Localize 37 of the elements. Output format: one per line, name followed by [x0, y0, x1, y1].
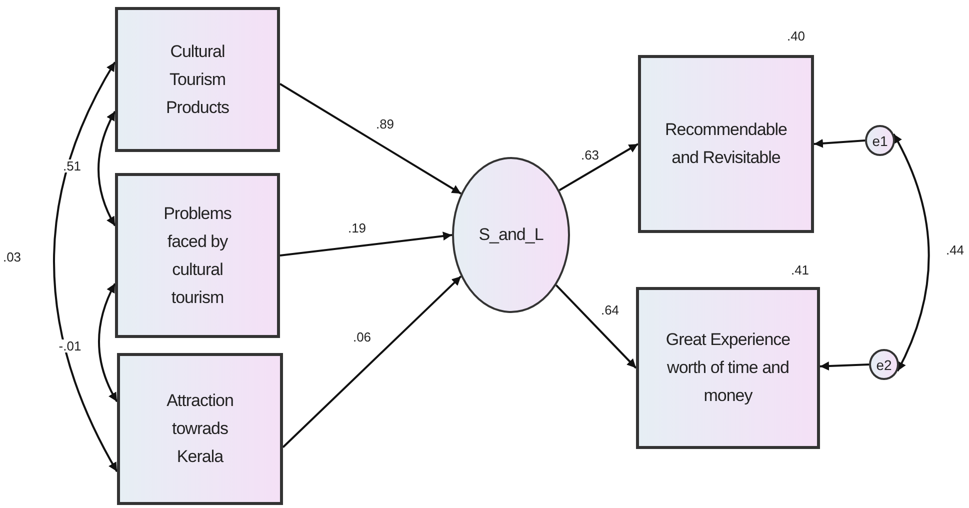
- node-text: Great Experience worth of time and money: [664, 329, 792, 407]
- arrow: [558, 143, 638, 192]
- r-squared-value: .40: [786, 30, 806, 42]
- arrow: [820, 362, 870, 371]
- variable-box: [117, 353, 283, 505]
- error-circle: [865, 125, 895, 156]
- arrow: [555, 284, 637, 369]
- edge-label: .89: [374, 118, 396, 130]
- arrow: [814, 138, 866, 148]
- edge-label: .63: [580, 148, 600, 162]
- node-text: S_and_L: [478, 224, 544, 246]
- node-text: Cultural Tourism Products: [164, 40, 230, 118]
- arrow: [279, 83, 462, 195]
- edge-label: .03: [2, 250, 22, 264]
- arrow: [282, 276, 462, 448]
- edge-label: .44: [944, 244, 966, 256]
- r-squared-value: .41: [790, 264, 810, 276]
- covariance-arrow: [892, 133, 930, 372]
- variable-box: [636, 287, 820, 449]
- arrow: [280, 232, 452, 256]
- variable-box: [115, 7, 280, 152]
- node-text: Problems faced by cultural tourism: [162, 202, 232, 308]
- node-text: e1: [872, 134, 888, 148]
- node-text: e2: [876, 358, 892, 372]
- covariance-arrow: [53, 62, 118, 472]
- edge-label: -.01: [58, 340, 82, 352]
- edge-label: .06: [352, 330, 372, 344]
- node-text: Recommendable and Revisitable: [664, 119, 788, 169]
- covariance-arrow: [98, 283, 118, 402]
- edge-label: .64: [600, 304, 620, 316]
- edge-label: .51: [62, 160, 82, 172]
- variable-box: [638, 55, 814, 233]
- node-text: Attraction towrads Kerala: [166, 390, 234, 468]
- variable-box: [115, 173, 280, 338]
- covariance-arrow: [98, 110, 116, 226]
- edge-label: .19: [346, 222, 368, 234]
- error-circle: [869, 349, 899, 380]
